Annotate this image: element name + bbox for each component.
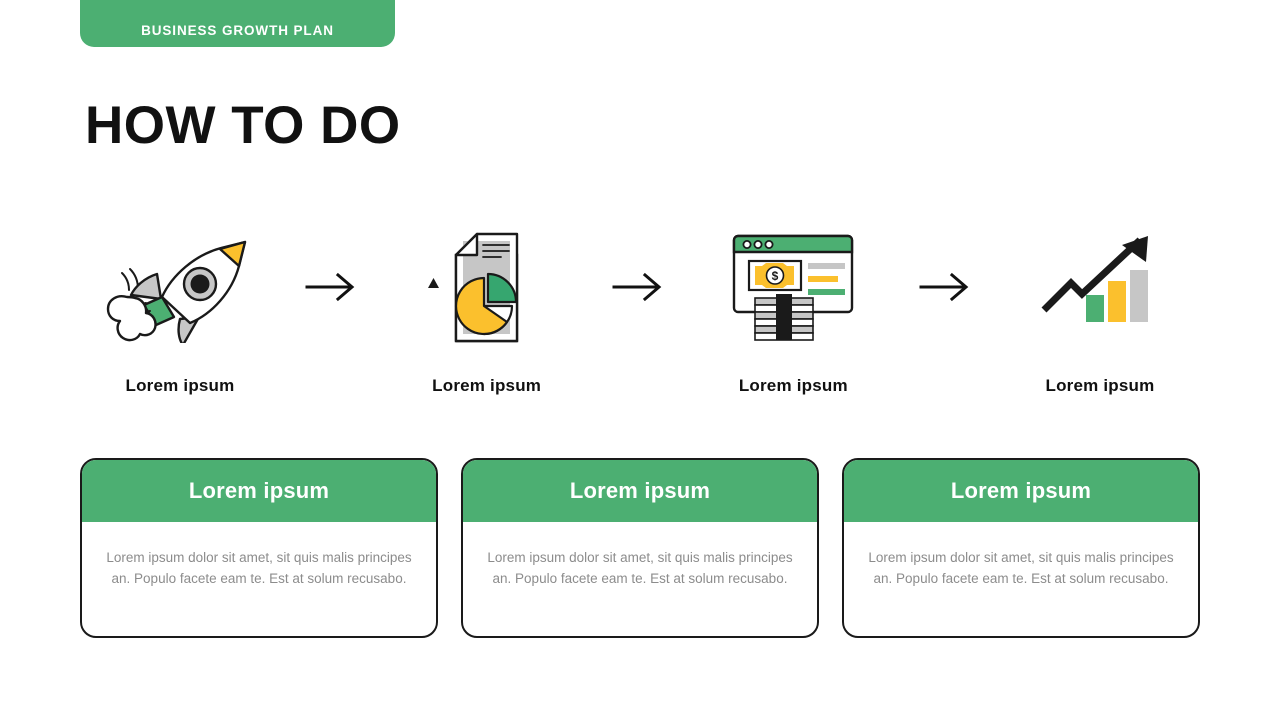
arrow-right-icon xyxy=(912,228,982,346)
page-title: HOW TO DO xyxy=(85,96,401,155)
document-pie-chart-icon xyxy=(422,228,552,346)
step-1[interactable]: Lorem ipsum xyxy=(80,228,280,396)
card-1-header: Lorem ipsum xyxy=(82,460,436,522)
card-1[interactable]: Lorem ipsum Lorem ipsum dolor sit amet, … xyxy=(80,458,438,638)
rocket-icon xyxy=(100,228,260,346)
card-2-header: Lorem ipsum xyxy=(463,460,817,522)
card-3-header: Lorem ipsum xyxy=(844,460,1198,522)
card-3-text: Lorem ipsum dolor sit amet, sit quis mal… xyxy=(868,550,1174,586)
browser-money-icon: $ xyxy=(729,228,857,346)
step-4[interactable]: Lorem ipsum xyxy=(1000,228,1200,396)
step-3[interactable]: $ Lorem ipsum xyxy=(693,228,893,396)
card-3-body: Lorem ipsum dolor sit amet, sit quis mal… xyxy=(844,522,1198,636)
card-1-title: Lorem ipsum xyxy=(188,478,330,503)
growth-arrow-chart-icon xyxy=(1036,228,1164,346)
step-3-label: Lorem ipsum xyxy=(738,376,848,395)
card-3[interactable]: Lorem ipsum Lorem ipsum dolor sit amet, … xyxy=(842,458,1200,638)
card-1-body: Lorem ipsum dolor sit amet, sit quis mal… xyxy=(82,522,436,636)
card-2-text: Lorem ipsum dolor sit amet, sit quis mal… xyxy=(487,550,793,586)
step-1-label: Lorem ipsum xyxy=(125,376,235,395)
card-2[interactable]: Lorem ipsum Lorem ipsum dolor sit amet, … xyxy=(461,458,819,638)
business-growth-plan-badge: BUSINESS GROWTH PLAN xyxy=(80,0,395,47)
steps-row: Lorem ipsum xyxy=(80,228,1200,408)
badge-label: BUSINESS GROWTH PLAN xyxy=(141,23,334,38)
card-1-text: Lorem ipsum dolor sit amet, sit quis mal… xyxy=(106,550,412,586)
step-2-label: Lorem ipsum xyxy=(432,376,542,395)
arrow-right-icon xyxy=(298,228,368,346)
step-2[interactable]: Lorem ipsum xyxy=(387,228,587,396)
cards-row: Lorem ipsum Lorem ipsum dolor sit amet, … xyxy=(80,458,1200,638)
svg-text:$: $ xyxy=(772,269,779,283)
card-3-title: Lorem ipsum xyxy=(950,478,1092,503)
step-4-label: Lorem ipsum xyxy=(1045,376,1155,395)
card-2-body: Lorem ipsum dolor sit amet, sit quis mal… xyxy=(463,522,817,636)
arrow-right-icon xyxy=(605,228,675,346)
card-2-title: Lorem ipsum xyxy=(569,478,711,503)
